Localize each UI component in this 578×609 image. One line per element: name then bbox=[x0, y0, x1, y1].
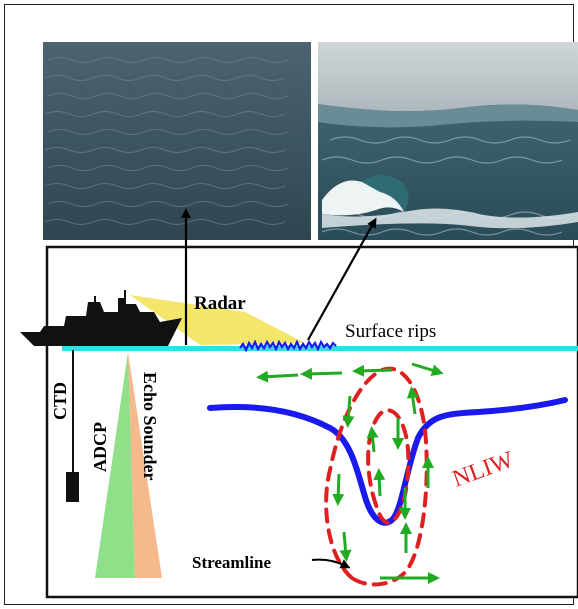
radar-label: Radar bbox=[194, 293, 246, 314]
ship-silhouette bbox=[20, 290, 182, 346]
echo-sounder-beam bbox=[128, 352, 162, 578]
adcp-label: ADCP bbox=[90, 422, 110, 472]
flow-arrows bbox=[256, 362, 444, 584]
rips-to-photo-arrow bbox=[307, 217, 377, 341]
ctd-instrument bbox=[66, 472, 79, 502]
surface-rips-label: Surface rips bbox=[345, 321, 436, 342]
sea-surface-line bbox=[62, 346, 578, 351]
adcp-beam bbox=[95, 352, 135, 578]
streamline-pointer-arrow bbox=[311, 558, 351, 569]
streamline-label: Streamline bbox=[192, 553, 271, 572]
streamline-loops bbox=[324, 366, 429, 587]
radar-beam bbox=[130, 295, 305, 345]
surface-rips bbox=[239, 339, 337, 353]
calm-sea-photo bbox=[43, 42, 311, 240]
echo-sounder-label: Echo Sounder bbox=[140, 372, 160, 481]
internal-wave-interface bbox=[207, 397, 568, 526]
ctd-label: CTD bbox=[50, 382, 70, 420]
rough-sea-photo bbox=[318, 42, 578, 240]
